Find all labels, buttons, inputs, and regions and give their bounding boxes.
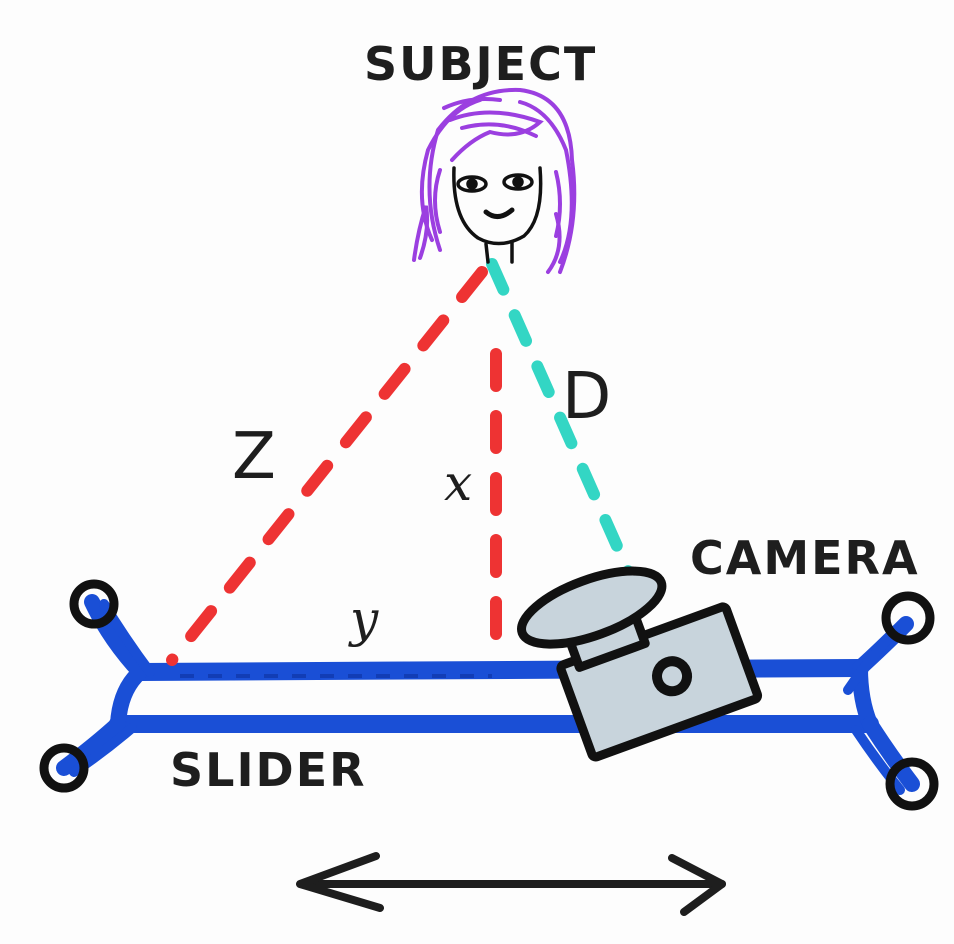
subject-label: SUBJECT xyxy=(364,37,597,91)
subject-face xyxy=(452,166,543,264)
slider-right-leg-bottom xyxy=(862,716,920,792)
foot-top-left xyxy=(69,579,119,629)
left-eye xyxy=(456,175,488,193)
camera-label: CAMERA xyxy=(690,531,920,585)
arrow-head-left xyxy=(296,852,384,912)
slider-feet xyxy=(39,579,939,811)
line-d xyxy=(486,258,638,586)
foot-bottom-right xyxy=(885,757,939,811)
slider-label: SLIDER xyxy=(170,743,367,797)
movement-arrow xyxy=(296,852,726,916)
foot-top-right xyxy=(881,591,935,645)
camera-lens-front xyxy=(517,566,667,649)
red-measure-lines xyxy=(166,266,502,666)
right-eye xyxy=(502,173,534,191)
mouth xyxy=(483,207,515,219)
subject-figure xyxy=(412,87,577,274)
slider-right-leg-bottom-inner xyxy=(851,725,905,795)
foot-bottom-left xyxy=(39,743,89,793)
line-z xyxy=(166,266,488,666)
arrow-head-right xyxy=(668,854,726,916)
y-label: y xyxy=(348,590,379,648)
slider-left-leg-bottom xyxy=(56,716,126,776)
subject-hair xyxy=(412,87,577,274)
x-label: x xyxy=(444,454,472,512)
camera-button xyxy=(652,656,693,697)
camera xyxy=(517,566,763,762)
z-label: Z xyxy=(232,420,276,494)
d-label: D xyxy=(562,360,611,434)
